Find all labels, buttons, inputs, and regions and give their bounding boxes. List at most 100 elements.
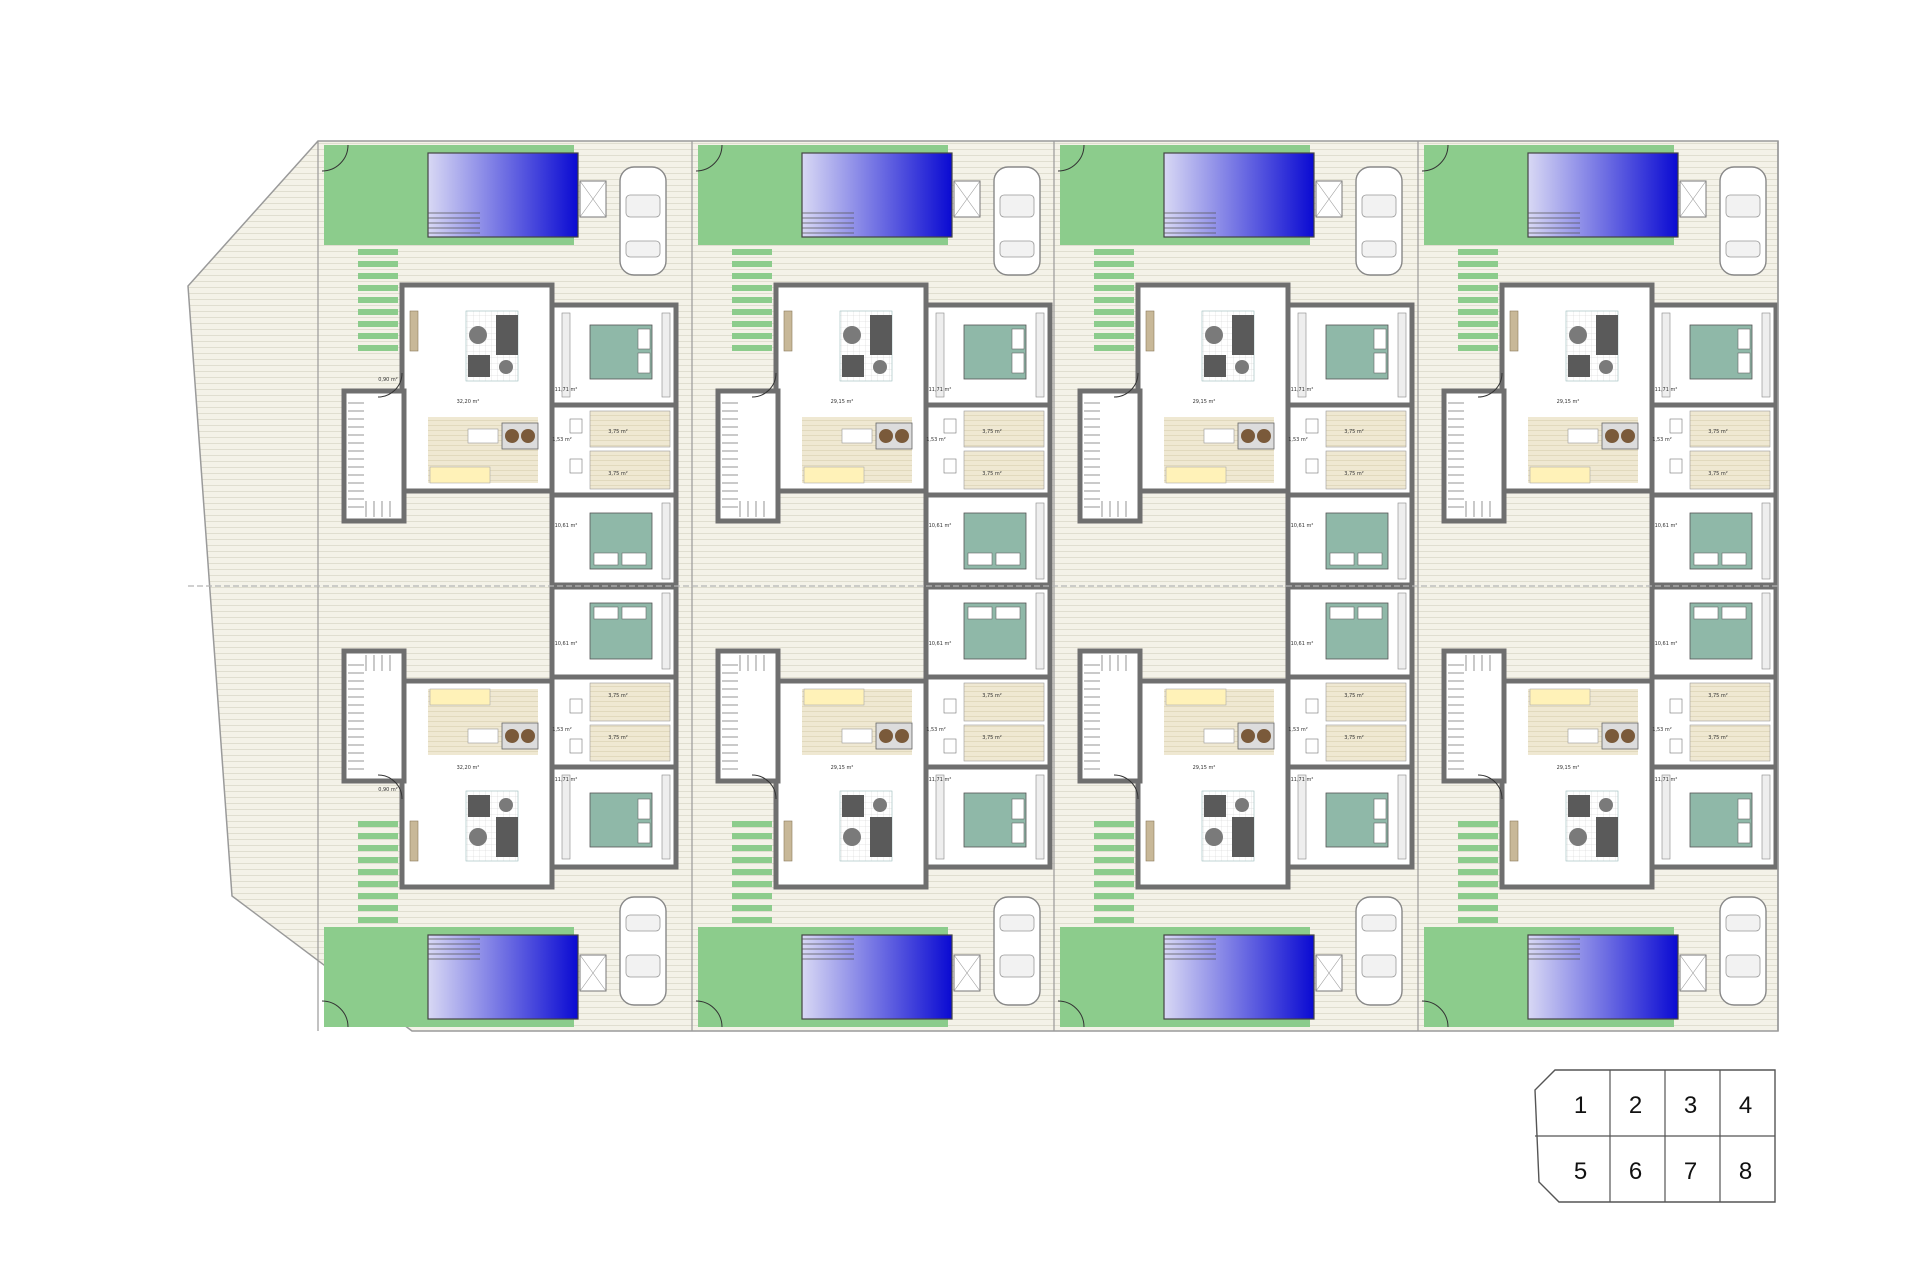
door-swing-icon bbox=[695, 144, 723, 172]
grass-tile bbox=[358, 917, 398, 923]
door-swing-icon bbox=[1057, 1000, 1085, 1028]
pool-equipment-cross bbox=[1679, 954, 1707, 992]
dining-table-icon bbox=[501, 422, 539, 450]
bedroom-area-label: 11,71 m² bbox=[1291, 777, 1314, 783]
dining-chair bbox=[1621, 729, 1635, 743]
bed-icon bbox=[1689, 792, 1753, 848]
stair-icon bbox=[722, 655, 765, 770]
pillow bbox=[1737, 352, 1751, 374]
bedroom-1 bbox=[1649, 764, 1779, 870]
toilet bbox=[569, 738, 583, 754]
pool-icon bbox=[1527, 152, 1679, 238]
coffee-table bbox=[1569, 828, 1587, 846]
sofa-icon bbox=[842, 315, 892, 377]
door-swing-icon bbox=[321, 144, 349, 172]
tv-unit bbox=[1509, 820, 1519, 862]
car-rear-window bbox=[1725, 914, 1761, 932]
key-plan-cell-5: 5 bbox=[1574, 1158, 1587, 1185]
pillow bbox=[1721, 552, 1747, 566]
grass-tile bbox=[1458, 333, 1498, 339]
door-swing-icon bbox=[695, 1000, 723, 1028]
grass-tile bbox=[1094, 869, 1134, 875]
pool-equipment-cross bbox=[953, 954, 981, 992]
armchair bbox=[1568, 355, 1590, 377]
bath1-area-label: 3,75 m² bbox=[982, 735, 1002, 741]
pool-water bbox=[1527, 152, 1679, 238]
door-swing-icon bbox=[377, 372, 403, 398]
car-rear-window bbox=[1725, 240, 1761, 258]
side-table bbox=[1235, 798, 1249, 812]
grass-tile bbox=[1458, 881, 1498, 887]
pillow bbox=[1011, 798, 1025, 820]
car-body bbox=[619, 896, 667, 1006]
bed-icon bbox=[1689, 512, 1753, 570]
sofa bbox=[1232, 315, 1254, 355]
toilet bbox=[943, 738, 957, 754]
terrace-area-label: 0,90 m² bbox=[378, 787, 398, 793]
bathroom-1 bbox=[589, 724, 671, 762]
car-windshield bbox=[625, 194, 661, 218]
wardrobe bbox=[1397, 774, 1407, 860]
pillow bbox=[1373, 352, 1387, 374]
car-rear-window bbox=[625, 914, 661, 932]
bath1-area-label: 3,75 m² bbox=[608, 429, 628, 435]
pool-water bbox=[801, 934, 953, 1020]
grass-tile bbox=[732, 261, 772, 267]
car-windshield bbox=[999, 954, 1035, 978]
wardrobe bbox=[1761, 312, 1771, 398]
car-rear-window bbox=[999, 240, 1035, 258]
pool-water bbox=[1163, 152, 1315, 238]
wardrobe bbox=[661, 502, 671, 580]
side-table bbox=[1599, 798, 1613, 812]
grass-tile bbox=[1094, 273, 1134, 279]
bathroom-1 bbox=[1325, 410, 1407, 448]
pillow bbox=[1011, 328, 1025, 350]
coffee-table bbox=[1205, 326, 1223, 344]
tv-unit bbox=[1145, 820, 1155, 862]
car-windshield bbox=[999, 194, 1035, 218]
car-rear-window bbox=[1361, 914, 1397, 932]
door-swing-icon bbox=[377, 774, 403, 800]
grass-tile bbox=[1458, 845, 1498, 851]
grass-tile bbox=[732, 833, 772, 839]
bath2-area-label: 3,75 m² bbox=[1344, 471, 1364, 477]
bedroom-area-label: 11,71 m² bbox=[929, 387, 952, 393]
bathroom-2 bbox=[1325, 682, 1407, 722]
bathroom-1 bbox=[1689, 410, 1771, 448]
bathroom-2 bbox=[1689, 450, 1771, 490]
car-rear-window bbox=[999, 914, 1035, 932]
car-body bbox=[1355, 896, 1403, 1006]
wardrobe bbox=[935, 312, 945, 398]
toilet bbox=[569, 458, 583, 474]
pillow bbox=[1737, 328, 1751, 350]
grass-tile bbox=[732, 845, 772, 851]
sofa bbox=[870, 315, 892, 355]
wardrobe bbox=[1761, 774, 1771, 860]
coffee-table bbox=[1569, 326, 1587, 344]
key-plan-cell-1: 1 bbox=[1574, 1092, 1587, 1119]
hall-area-label: 1,53 m² bbox=[1652, 727, 1672, 733]
bath1-area-label: 3,75 m² bbox=[1344, 429, 1364, 435]
sofa bbox=[496, 817, 518, 857]
stair-icon bbox=[1448, 655, 1491, 770]
pillow bbox=[995, 552, 1021, 566]
hall-area-label: 1,53 m² bbox=[552, 727, 572, 733]
car-icon bbox=[619, 166, 667, 276]
stair-icon bbox=[1084, 402, 1127, 517]
bed-icon bbox=[589, 792, 653, 848]
grass-tile bbox=[1094, 249, 1134, 255]
grass-tile bbox=[1094, 261, 1134, 267]
grass-tile bbox=[1458, 821, 1498, 827]
pool-water bbox=[427, 934, 579, 1020]
car-icon bbox=[619, 896, 667, 1006]
pillow bbox=[1373, 328, 1387, 350]
wardrobe bbox=[1397, 502, 1407, 580]
pillow bbox=[1357, 552, 1383, 566]
grass-tile bbox=[732, 345, 772, 351]
dining-chair bbox=[505, 429, 519, 443]
dining-chair bbox=[505, 729, 519, 743]
grass-tile bbox=[1458, 297, 1498, 303]
